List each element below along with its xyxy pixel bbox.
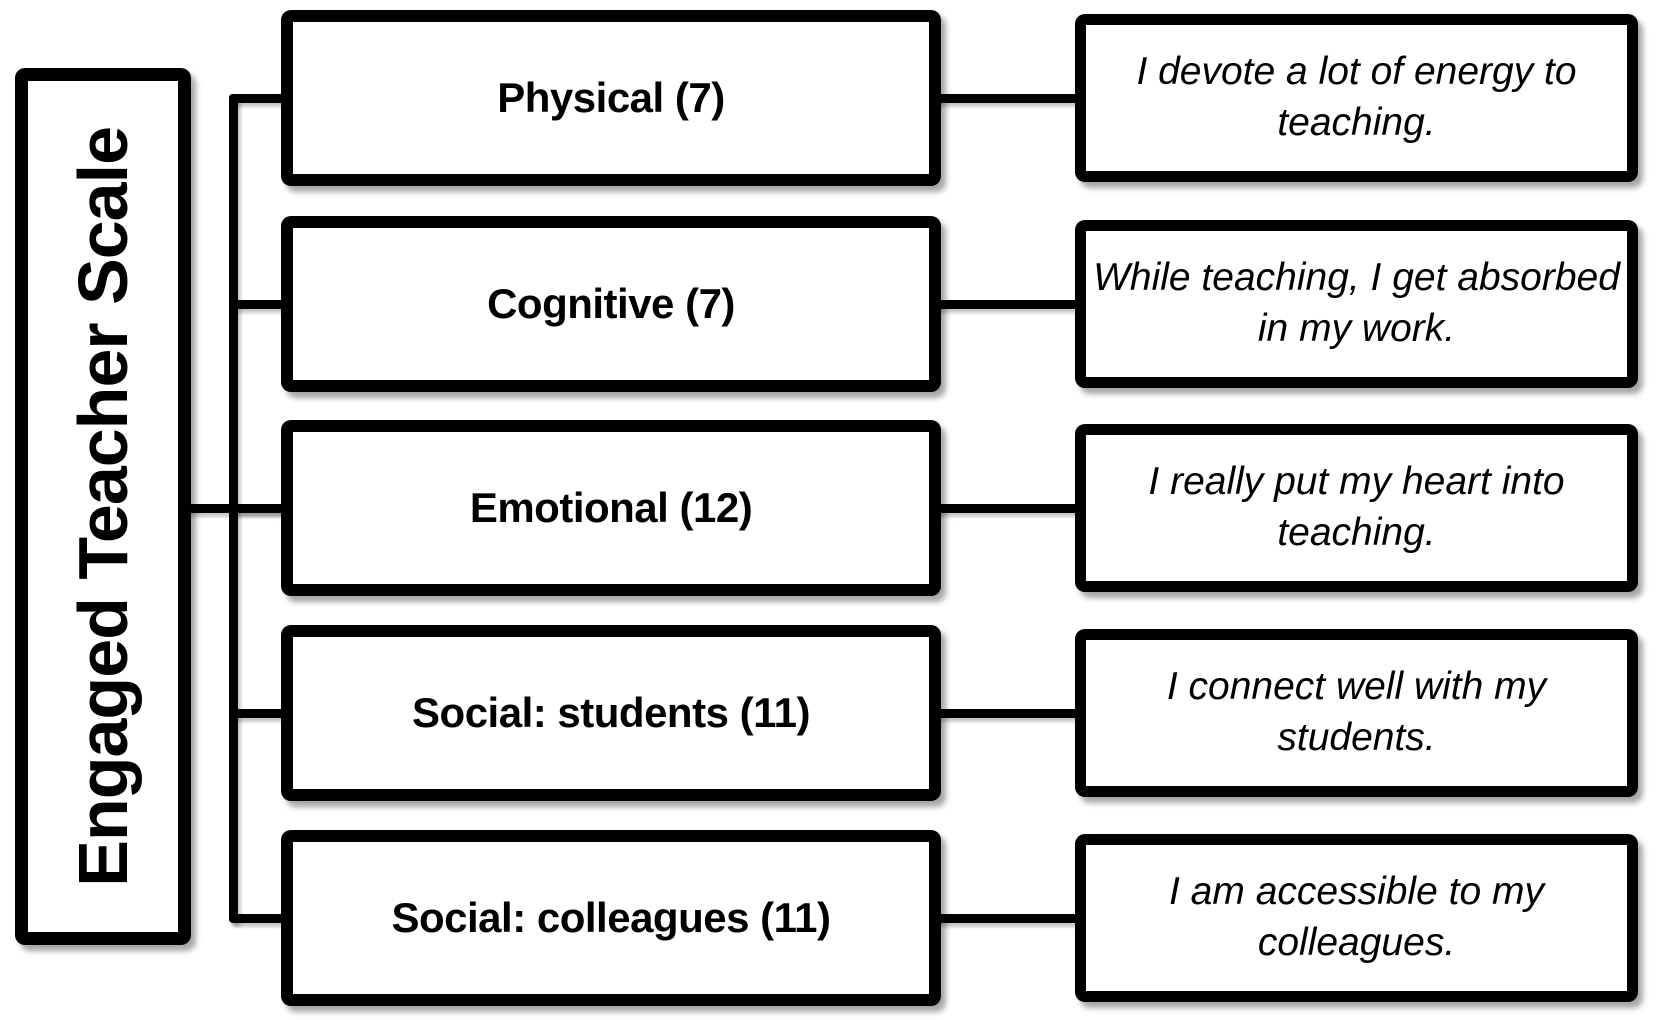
dimension-label: Physical (7) xyxy=(497,74,725,121)
example-connector-cognitive xyxy=(933,300,1081,309)
scale-title-label: Engaged Teacher Scale xyxy=(64,126,142,887)
example-item-text: While teaching, I get absorbed in my wor… xyxy=(1093,256,1620,350)
example-box-cognitive: While teaching, I get absorbed in my wor… xyxy=(1075,220,1638,388)
branch-line-cognitive xyxy=(229,300,285,309)
dimension-box-physical: Physical (7) xyxy=(281,10,941,186)
example-connector-social-students xyxy=(933,709,1081,718)
example-item-text: I devote a lot of energy to teaching. xyxy=(1136,50,1577,144)
example-connector-social-colleagues xyxy=(933,914,1081,923)
branch-line-social-students xyxy=(229,709,285,718)
dimension-box-social-students: Social: students (11) xyxy=(281,625,941,801)
example-box-social-students: I connect well with my students. xyxy=(1075,629,1638,797)
dimension-label: Emotional (12) xyxy=(469,484,753,531)
example-box-social-colleagues: I am accessible to my colleagues. xyxy=(1075,834,1638,1002)
dimension-label: Social: students (11) xyxy=(412,689,810,736)
branch-line-emotional xyxy=(229,504,285,513)
scale-title-box: Engaged Teacher Scale xyxy=(15,68,191,945)
example-box-emotional: I really put my heart into teaching. xyxy=(1075,424,1638,592)
branch-line-social-colleagues xyxy=(229,914,285,923)
example-box-physical: I devote a lot of energy to teaching. xyxy=(1075,14,1638,182)
dimension-label: Social: colleagues (11) xyxy=(391,894,831,941)
dimension-label: Cognitive (7) xyxy=(487,280,735,327)
example-item-text: I really put my heart into teaching. xyxy=(1148,460,1565,554)
dimension-box-social-colleagues: Social: colleagues (11) xyxy=(281,830,941,1006)
example-item-text: I connect well with my students. xyxy=(1166,665,1547,759)
branch-line-physical xyxy=(229,94,285,103)
example-connector-physical xyxy=(933,94,1081,103)
example-connector-emotional xyxy=(933,504,1081,513)
dimension-box-cognitive: Cognitive (7) xyxy=(281,216,941,392)
example-item-text: I am accessible to my colleagues. xyxy=(1169,870,1544,964)
dimension-box-emotional: Emotional (12) xyxy=(281,420,941,596)
